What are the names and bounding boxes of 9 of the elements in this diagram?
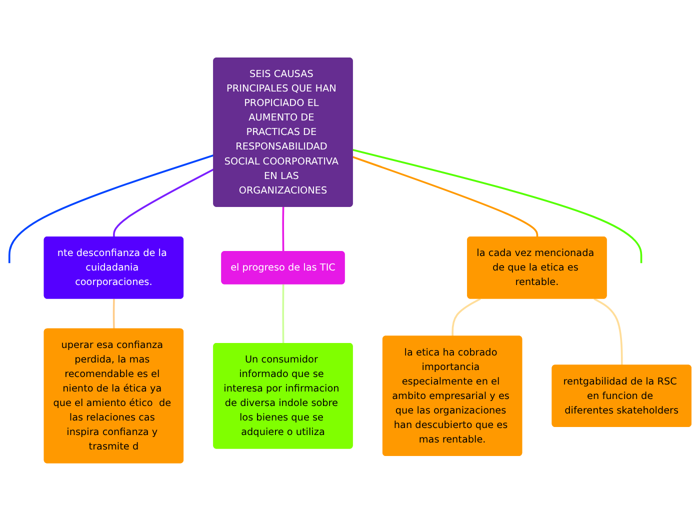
connector: [282, 284, 284, 344]
connector: [113, 168, 214, 237]
connector: [452, 298, 481, 336]
connector: [594, 298, 623, 365]
connector: [352, 148, 642, 263]
connector: [352, 156, 538, 237]
connector: [112, 298, 115, 329]
connector: [282, 206, 284, 252]
connector: [8, 154, 214, 263]
